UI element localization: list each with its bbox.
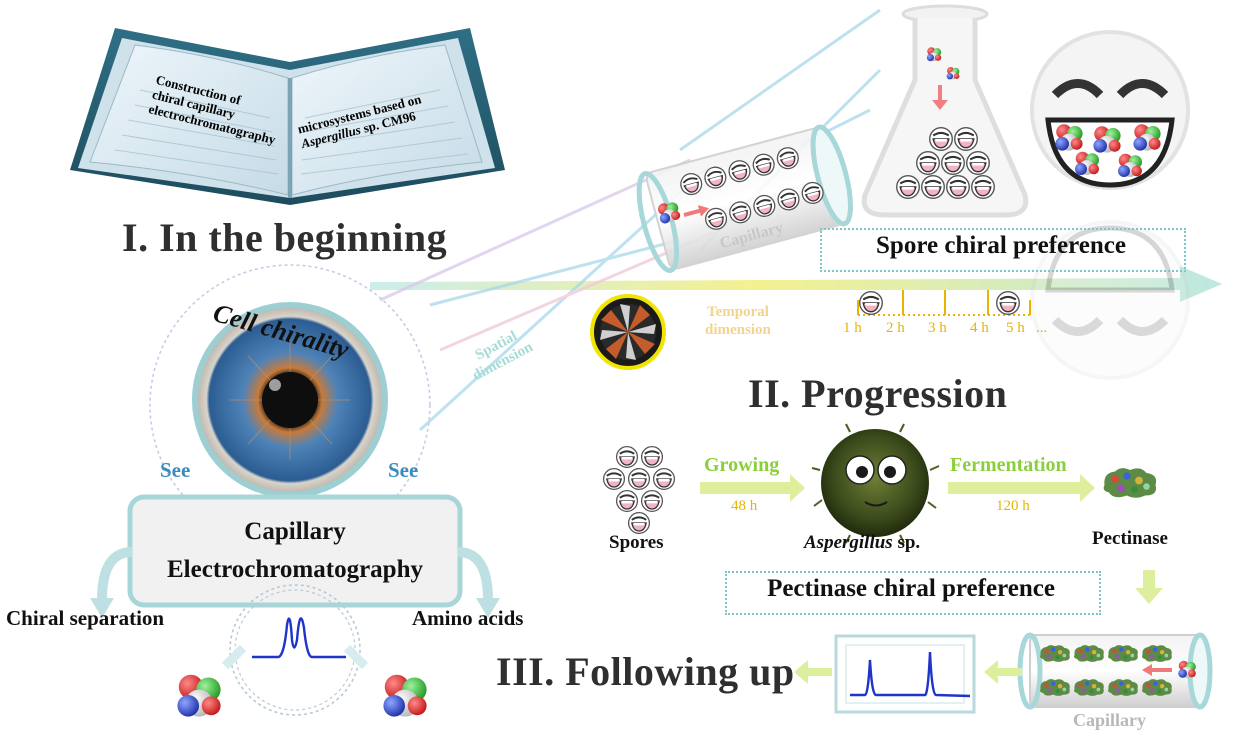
section-beginning: I. In the beginning — [122, 215, 448, 260]
clock-icon — [590, 294, 666, 370]
grow-time-label: 48 h — [731, 498, 758, 514]
spore-pref-label: Spore chiral preference — [876, 232, 1126, 259]
ce-line-1: Capillary — [244, 518, 346, 545]
temporal-word: Temporal — [706, 304, 769, 320]
time-arrow — [370, 266, 1222, 302]
pectinase-enzyme-icon — [1103, 468, 1157, 498]
amino-acid-right-icon — [383, 674, 427, 717]
spore-cluster-icon — [602, 445, 676, 535]
time-1h: 1 h — [843, 320, 862, 336]
flask-icon — [861, 4, 1029, 218]
time-more: ... — [1036, 320, 1048, 336]
spores-label: Spores — [609, 532, 664, 553]
down-arrow — [1135, 570, 1163, 604]
ce-box-frame — [127, 494, 463, 608]
chromatogram-trace-small — [252, 617, 346, 659]
ce-arrows — [97, 547, 493, 601]
fermentation-label: Fermentation — [950, 454, 1067, 476]
aspergillus-label: Aspergillus sp. — [804, 532, 920, 554]
chiral-separation-label: Chiral separation — [6, 606, 165, 630]
aspergillus-sp: sp. — [892, 532, 921, 553]
section-progression: II. Progression — [748, 371, 1008, 416]
chromatogram-ring — [229, 584, 361, 716]
eye-dotted-ring — [149, 264, 431, 546]
growing-arrow — [700, 474, 805, 502]
timeline-ticks — [857, 290, 1031, 316]
ce-line-2: Electrochromatography — [167, 556, 423, 583]
pectinase-pref-box — [725, 571, 1101, 615]
temporal-dimension-label: Temporal dimension — [705, 303, 771, 339]
amino-acid-left-icon — [177, 674, 221, 717]
time-5h: 5 h — [1006, 320, 1025, 336]
ferm-time-label: 120 h — [996, 498, 1030, 514]
temporal-dimension-word: dimension — [705, 322, 771, 338]
time-3h: 3 h — [928, 320, 947, 336]
open-book-icon — [70, 28, 505, 205]
time-2h: 2 h — [886, 320, 905, 336]
pectinase-label: Pectinase — [1092, 528, 1168, 549]
aspergillus-genus: Aspergillus — [804, 532, 893, 553]
capillary-bottom-label: Capillary — [1073, 710, 1147, 730]
pectinase-pref-label: Pectinase chiral preference — [767, 575, 1055, 602]
fermentation-arrow — [948, 474, 1095, 502]
see-right-label: See — [388, 458, 419, 482]
aspergillus-fungus-icon — [811, 423, 940, 544]
time-4h: 4 h — [970, 320, 989, 336]
growing-label: Growing — [704, 454, 780, 476]
chromatogram-box — [834, 634, 976, 714]
spore-pref-box — [820, 228, 1186, 272]
faded-smile-icon — [1030, 220, 1190, 380]
see-left-label: See — [160, 458, 191, 482]
chiral-smile-icon — [1030, 30, 1190, 190]
capillary-bottom-icon — [1017, 632, 1213, 710]
capillary-top-icon — [636, 124, 853, 273]
amino-acids-label: Amino acids — [412, 606, 524, 630]
section-following: III. Following up — [496, 649, 795, 694]
